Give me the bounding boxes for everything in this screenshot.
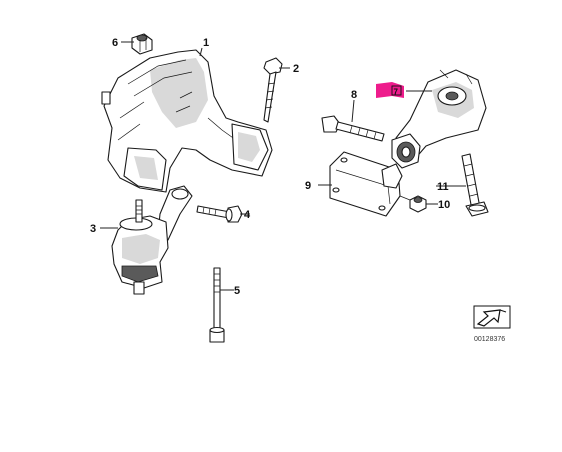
part-10-nut — [399, 195, 427, 213]
callout-2[interactable]: 2 — [293, 63, 299, 75]
callout-9[interactable]: 9 — [305, 180, 311, 192]
callout-1[interactable]: 1 — [203, 37, 209, 49]
callout-3[interactable]: 3 — [90, 223, 96, 235]
callout-labels: 6 1 2 3 4 5 8 7 9 10 11 — [90, 37, 450, 297]
part-7-torque-mount — [391, 69, 487, 169]
part-3-engine-mount — [111, 185, 193, 295]
highlight-flag — [376, 82, 404, 98]
leader-lines — [100, 41, 466, 291]
callout-11[interactable]: 11 — [437, 181, 449, 193]
highlight-callout-7 — [376, 82, 404, 98]
part-8-bolt — [321, 115, 385, 142]
part-2-bolt — [263, 57, 283, 123]
part-4-bolt — [196, 205, 243, 223]
part-5-long-bolt — [209, 267, 225, 343]
callout-6[interactable]: 6 — [112, 37, 118, 49]
document-number: 00128376 — [474, 336, 505, 343]
callout-8[interactable]: 8 — [351, 89, 357, 101]
arrow-frame-icon — [473, 305, 511, 329]
part-11-long-bolt — [461, 153, 489, 217]
part-9-plate — [329, 151, 403, 217]
callout-4[interactable]: 4 — [244, 209, 251, 221]
callout-7[interactable]: 7 — [394, 88, 399, 97]
callout-5[interactable]: 5 — [234, 285, 240, 297]
highlight-box[interactable] — [391, 85, 402, 96]
callout-10[interactable]: 10 — [438, 199, 450, 211]
part-1-bracket — [101, 49, 273, 193]
part-6-nut — [131, 33, 153, 55]
